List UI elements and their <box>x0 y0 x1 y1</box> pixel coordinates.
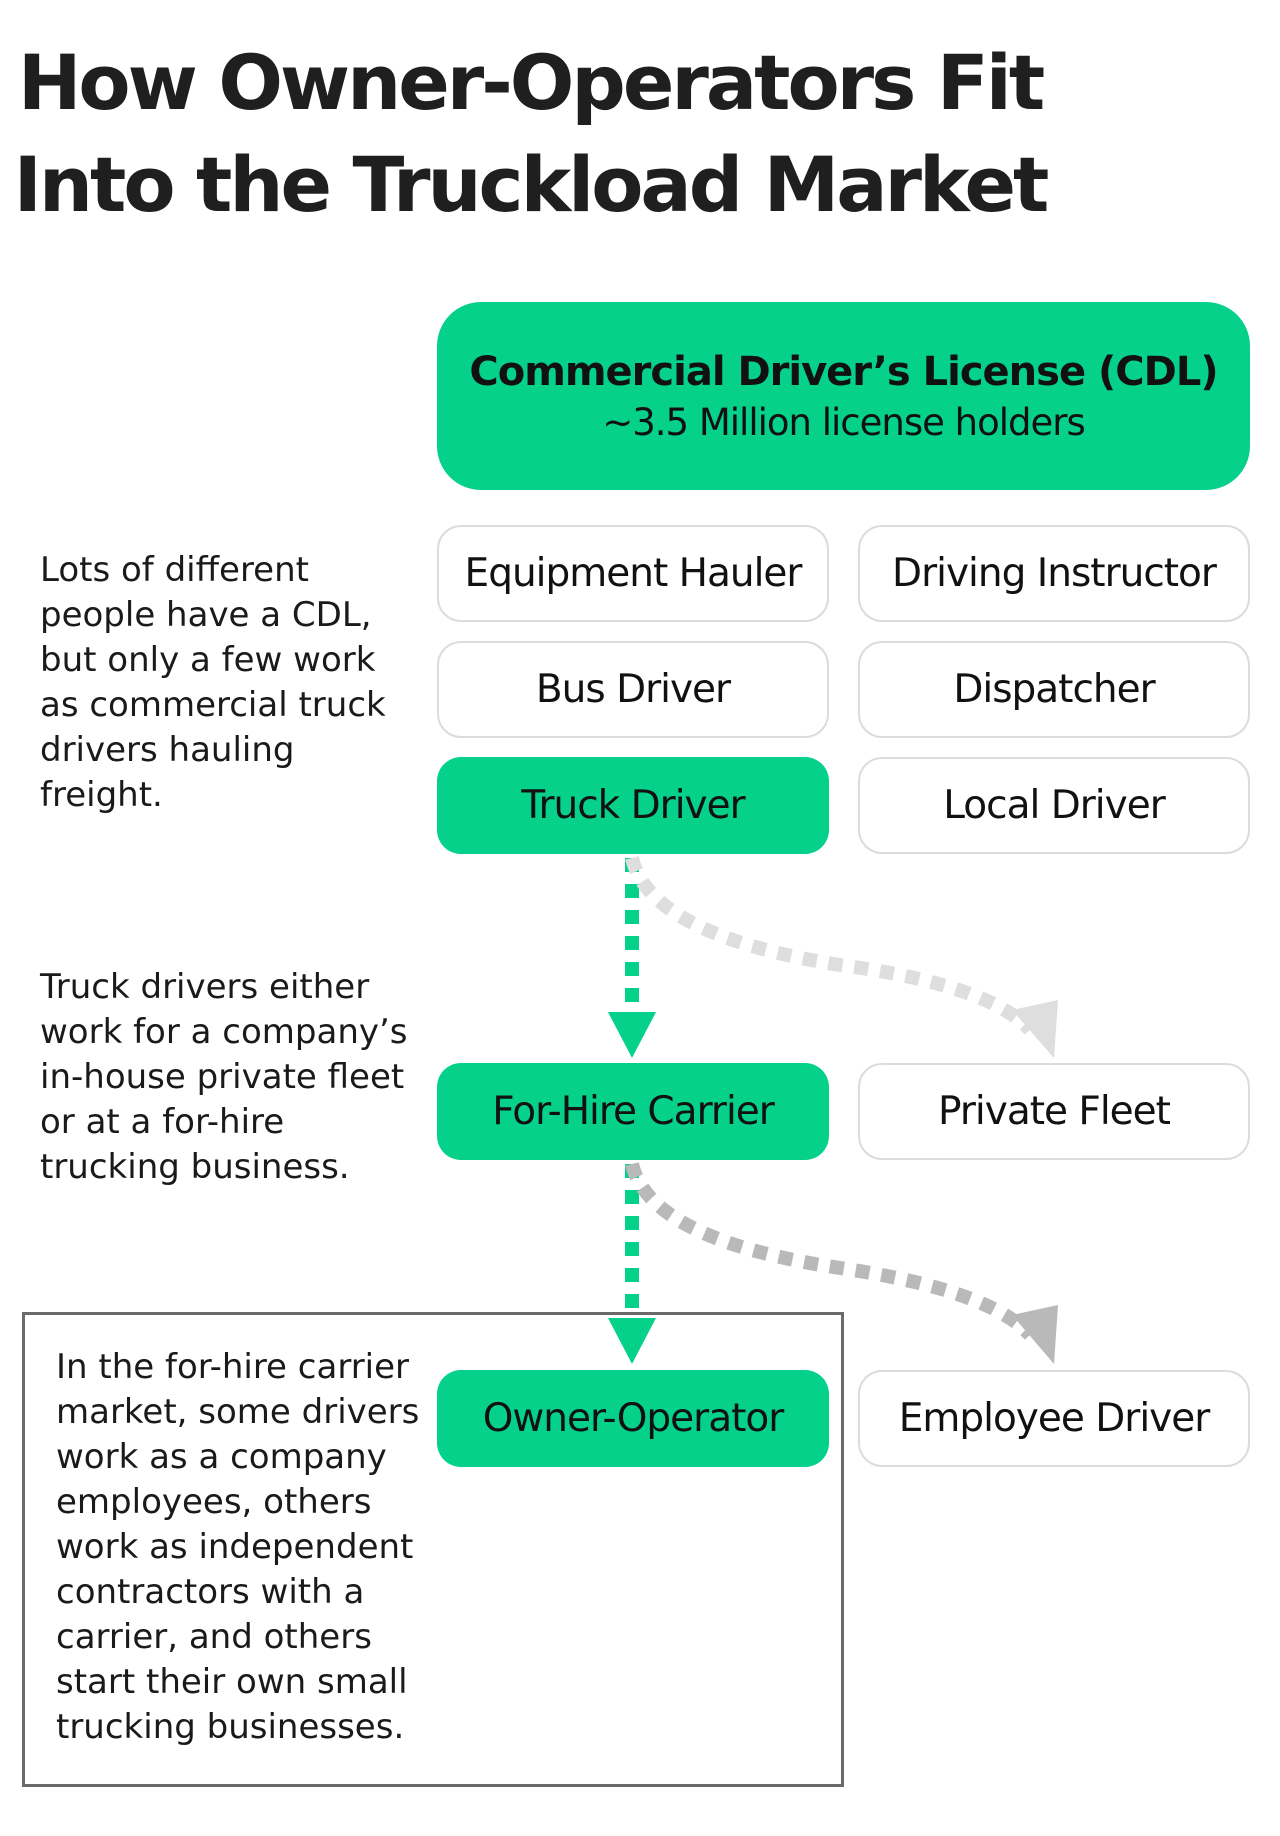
role-truck-driver: Truck Driver <box>437 757 829 854</box>
cdl-box: Commercial Driver’s License (CDL) ~3.5 M… <box>437 302 1250 490</box>
title-line-1: How Owner-Operators Fit <box>17 38 1045 127</box>
cdl-title: Commercial Driver’s License (CDL) <box>469 348 1218 395</box>
role-local-driver: Local Driver <box>858 757 1250 854</box>
arrow-truck-to-private-fleet <box>625 856 1058 1058</box>
for-hire-carrier-box: For-Hire Carrier <box>437 1063 829 1160</box>
employer-note: Truck drivers either work for a company’… <box>40 967 408 1187</box>
cdl-subtitle: ~3.5 Million license holders <box>602 400 1086 444</box>
carrier-note-frame <box>22 1312 844 1787</box>
arrow-truck-to-carrier <box>608 858 656 1058</box>
role-driving-instructor: Driving Instructor <box>858 525 1250 622</box>
role-dispatcher: Dispatcher <box>858 641 1250 738</box>
title-line-2: Into the Truckload Market <box>13 140 1050 229</box>
owner-operator-box: Owner-Operator <box>437 1370 829 1467</box>
role-bus-driver: Bus Driver <box>437 641 829 738</box>
cdl-note: Lots of different people have a CDL, but… <box>40 550 386 815</box>
role-equipment-hauler: Equipment Hauler <box>437 525 829 622</box>
private-fleet-box: Private Fleet <box>858 1063 1250 1160</box>
employee-driver-box: Employee Driver <box>858 1370 1250 1467</box>
carrier-note: In the for-hire carrier market, some dri… <box>56 1347 420 1747</box>
